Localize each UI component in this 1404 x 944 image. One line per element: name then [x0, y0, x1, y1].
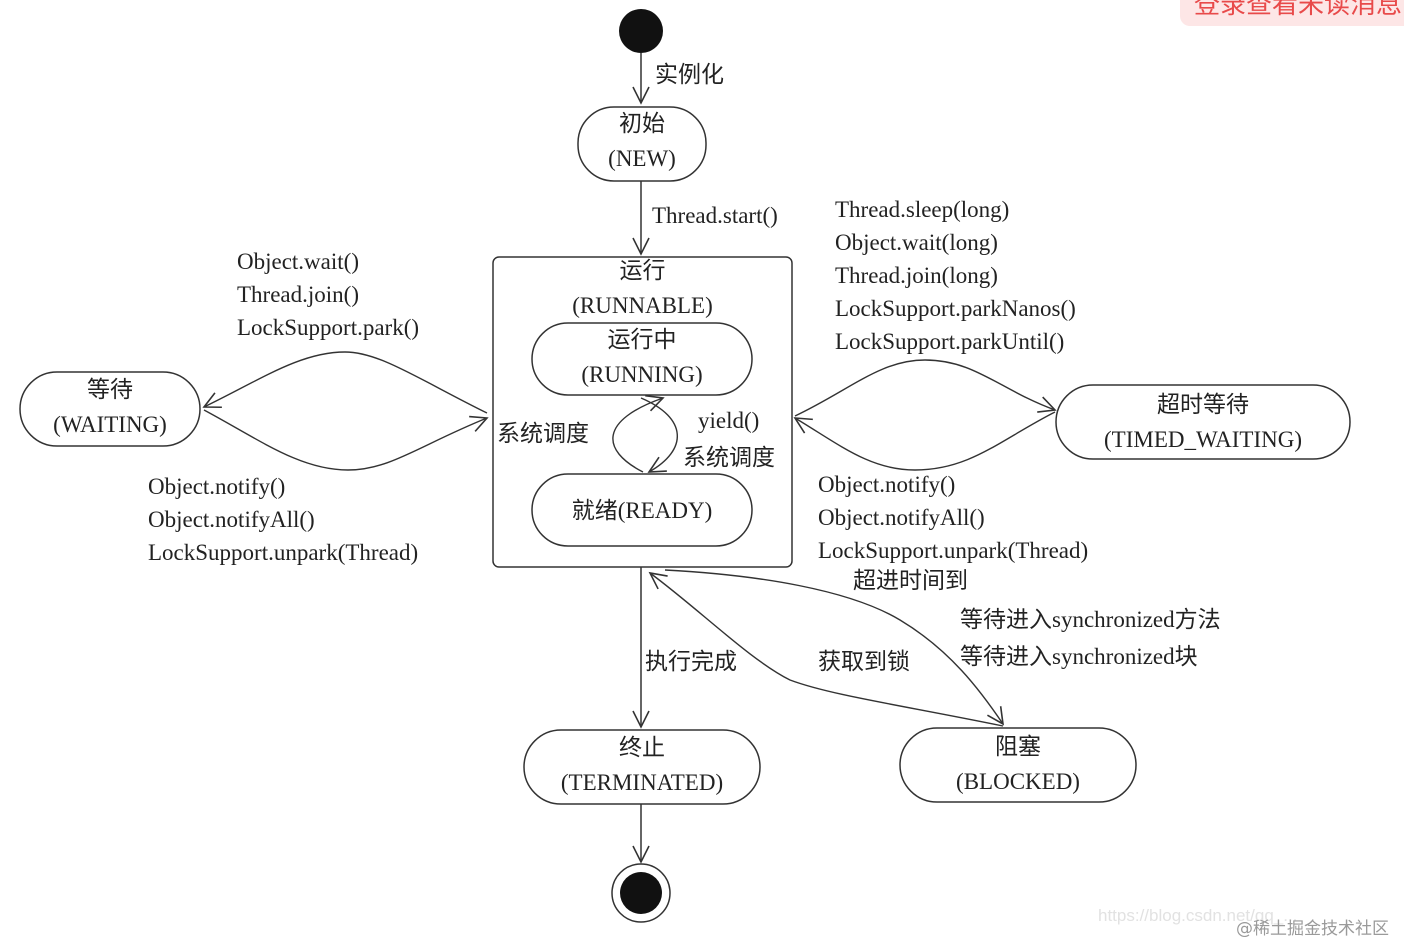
login-banner-text[interactable]: 登录查看未读消息	[1194, 0, 1403, 20]
state-new-label: 初始 (NEW)	[578, 106, 706, 176]
label-to-waiting: Object.wait() Thread.join() LockSupport.…	[237, 245, 419, 344]
state-running-en: (RUNNING)	[581, 362, 703, 387]
label-line: LockSupport.park()	[237, 315, 420, 340]
state-waiting-label: 等待 (WAITING)	[20, 372, 200, 442]
initial-node	[619, 9, 663, 53]
state-running	[531, 322, 753, 396]
label-from-timed-waiting: Object.notify() Object.notifyAll() LockS…	[818, 468, 1088, 567]
label-line: Thread.join(long)	[835, 263, 998, 288]
state-blocked-label: 阻塞 (BLOCKED)	[900, 729, 1136, 799]
label-timeout: 超进时间到	[853, 568, 968, 593]
state-ready-text: 就绪(READY)	[571, 498, 713, 523]
label-line: Thread.sleep(long)	[835, 197, 1010, 222]
label-schedule-left: 系统调度	[497, 421, 589, 446]
label-complete: 执行完成	[645, 649, 737, 674]
label-to-blocked: 等待进入synchronized方法 等待进入synchronized块	[960, 601, 1221, 675]
state-waiting	[19, 371, 201, 447]
state-blocked-en: (BLOCKED)	[956, 769, 1080, 794]
edge-to-blocked	[664, 569, 1005, 726]
edge-yield-to-ready	[640, 397, 678, 473]
login-banner[interactable]: 登录查看未读消息	[1180, 0, 1404, 26]
state-runnable-cn: 运行	[619, 258, 666, 283]
label-acquire-lock: 获取到锁	[818, 649, 910, 674]
edge-to-waiting	[202, 351, 488, 414]
label-line: Object.wait()	[237, 249, 359, 274]
state-waiting-en: (WAITING)	[53, 412, 167, 437]
state-waiting-cn: 等待	[87, 377, 133, 402]
state-terminated-cn: 终止	[619, 735, 665, 760]
state-blocked-cn: 阻塞	[995, 734, 1041, 759]
watermark-community: @稀土掘金技术社区	[1236, 919, 1389, 939]
state-runnable-en: (RUNNABLE)	[572, 293, 713, 318]
state-running-label: 运行中 (RUNNING)	[532, 322, 752, 392]
state-ready-label: 就绪(READY)	[532, 493, 752, 528]
label-instantiate: 实例化	[655, 62, 724, 87]
label-yield: yield()	[698, 408, 760, 433]
state-terminated	[523, 729, 761, 805]
state-timed-waiting	[1055, 384, 1351, 460]
label-to-timed-waiting: Thread.sleep(long) Object.wait(long) Thr…	[835, 193, 1076, 358]
label-line: LockSupport.unpark(Thread)	[818, 538, 1089, 563]
label-line: LockSupport.parkUntil()	[835, 329, 1065, 354]
label-line: Thread.join()	[237, 282, 359, 307]
label-line: Object.notifyAll()	[818, 505, 985, 530]
final-node	[620, 872, 662, 914]
state-ready	[531, 473, 753, 547]
edge-from-waiting	[203, 409, 489, 471]
label-line: LockSupport.unpark(Thread)	[148, 540, 419, 565]
label-line: 等待进入synchronized方法	[960, 607, 1221, 632]
state-running-cn: 运行中	[607, 327, 677, 352]
label-line: Object.notify()	[148, 474, 286, 499]
state-timed-waiting-cn: 超时等待	[1157, 392, 1249, 417]
state-blocked	[899, 727, 1137, 803]
state-timed-waiting-en: (TIMED_WAITING)	[1104, 427, 1302, 452]
state-new	[577, 106, 707, 182]
label-from-waiting: Object.notify() Object.notifyAll() LockS…	[148, 470, 418, 569]
label-line: 等待进入synchronized块	[960, 644, 1198, 669]
label-line: Object.wait(long)	[835, 230, 998, 255]
watermark-url: https://blog.csdn.net/qq_...	[1098, 906, 1298, 925]
label-start: Thread.start()	[652, 203, 778, 228]
label-line: LockSupport.parkNanos()	[835, 296, 1076, 321]
state-terminated-label: 终止 (TERMINATED)	[524, 730, 760, 800]
state-terminated-en: (TERMINATED)	[560, 770, 724, 795]
label-schedule-right: 系统调度	[683, 445, 775, 470]
edge-from-timed-waiting	[793, 411, 1056, 471]
edge-to-timed-waiting	[794, 359, 1057, 417]
state-timed-waiting-label: 超时等待 (TIMED_WAITING)	[1056, 387, 1350, 457]
state-new-cn: 初始	[619, 111, 665, 136]
label-line: Object.notifyAll()	[148, 507, 315, 532]
state-new-en: (NEW)	[608, 146, 676, 171]
state-runnable-label: 运行 (RUNNABLE)	[493, 253, 792, 323]
label-line: Object.notify()	[818, 472, 956, 497]
edge-schedule-to-running	[612, 394, 665, 473]
edge-acquire-lock	[648, 571, 1004, 727]
